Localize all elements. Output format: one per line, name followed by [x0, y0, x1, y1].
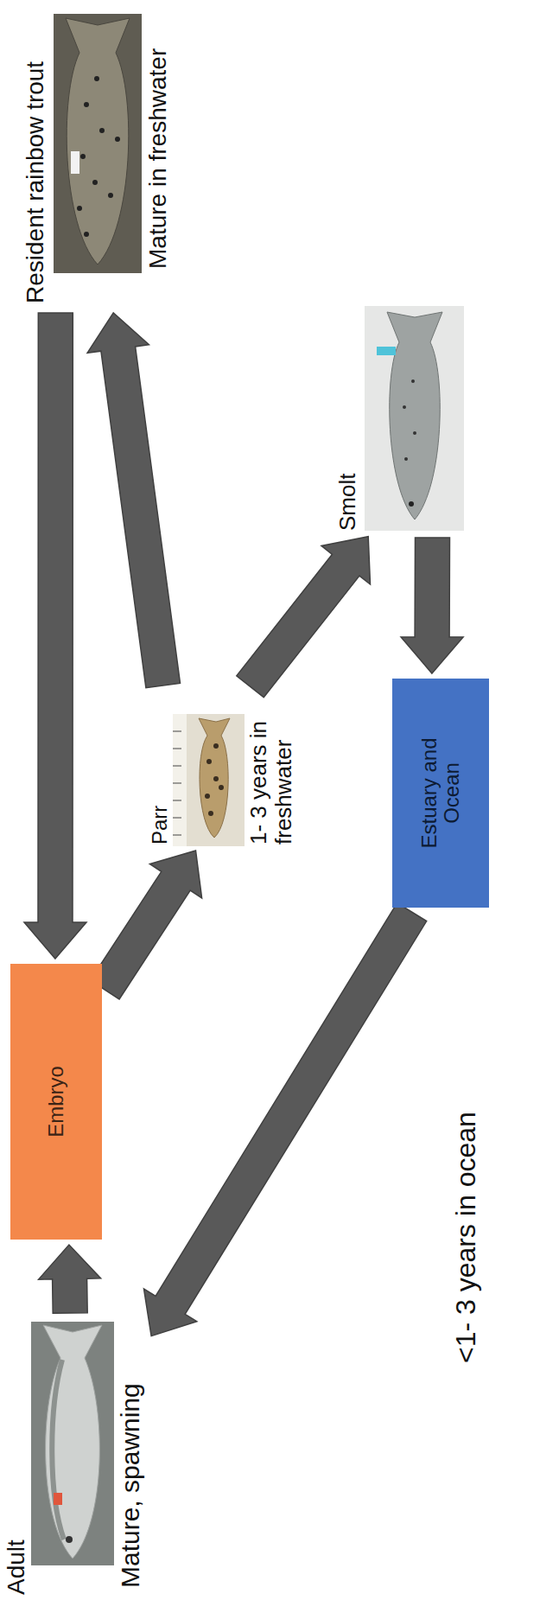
- stage-label: Adult: [3, 1538, 31, 1595]
- stage-caption: Mature in freshwater: [145, 48, 172, 269]
- resident-trout-stage: Resident rainbow trout Mature in freshwat…: [22, 9, 178, 308]
- adult-photo: [31, 1321, 115, 1565]
- box-label: Embryo: [44, 1065, 68, 1138]
- smolt-photo: [364, 305, 464, 531]
- block-arrow: [24, 312, 87, 959]
- stage-label: Parr: [148, 805, 172, 845]
- adult-stage: Adult Mature, spawning: [3, 1317, 149, 1596]
- parr-photo: [172, 713, 245, 846]
- block-arrow: [38, 1244, 102, 1313]
- stage-label: Smolt: [335, 473, 361, 531]
- duration-label: 1- 3 years in freshwater: [246, 697, 296, 845]
- box-label: Estuary and Ocean: [418, 728, 464, 858]
- block-arrow: [400, 537, 464, 674]
- block-arrow: [87, 312, 180, 688]
- stage-label: Resident rainbow trout: [22, 61, 50, 304]
- duration-label: <1- 3 years in ocean: [451, 1109, 482, 1365]
- smolt-stage: Smolt: [335, 303, 467, 533]
- block-arrow: [144, 902, 427, 1336]
- block-arrow: [236, 536, 371, 698]
- habitat-box: Estuary and Ocean: [392, 678, 490, 908]
- parr-stage: Parr 1- 3 years in freshwater: [148, 690, 300, 846]
- block-arrow: [90, 850, 203, 999]
- stage-caption: Mature, spawning: [115, 1382, 145, 1588]
- embryo-box: Embryo: [10, 963, 102, 1239]
- resident-trout-photo: [53, 13, 142, 274]
